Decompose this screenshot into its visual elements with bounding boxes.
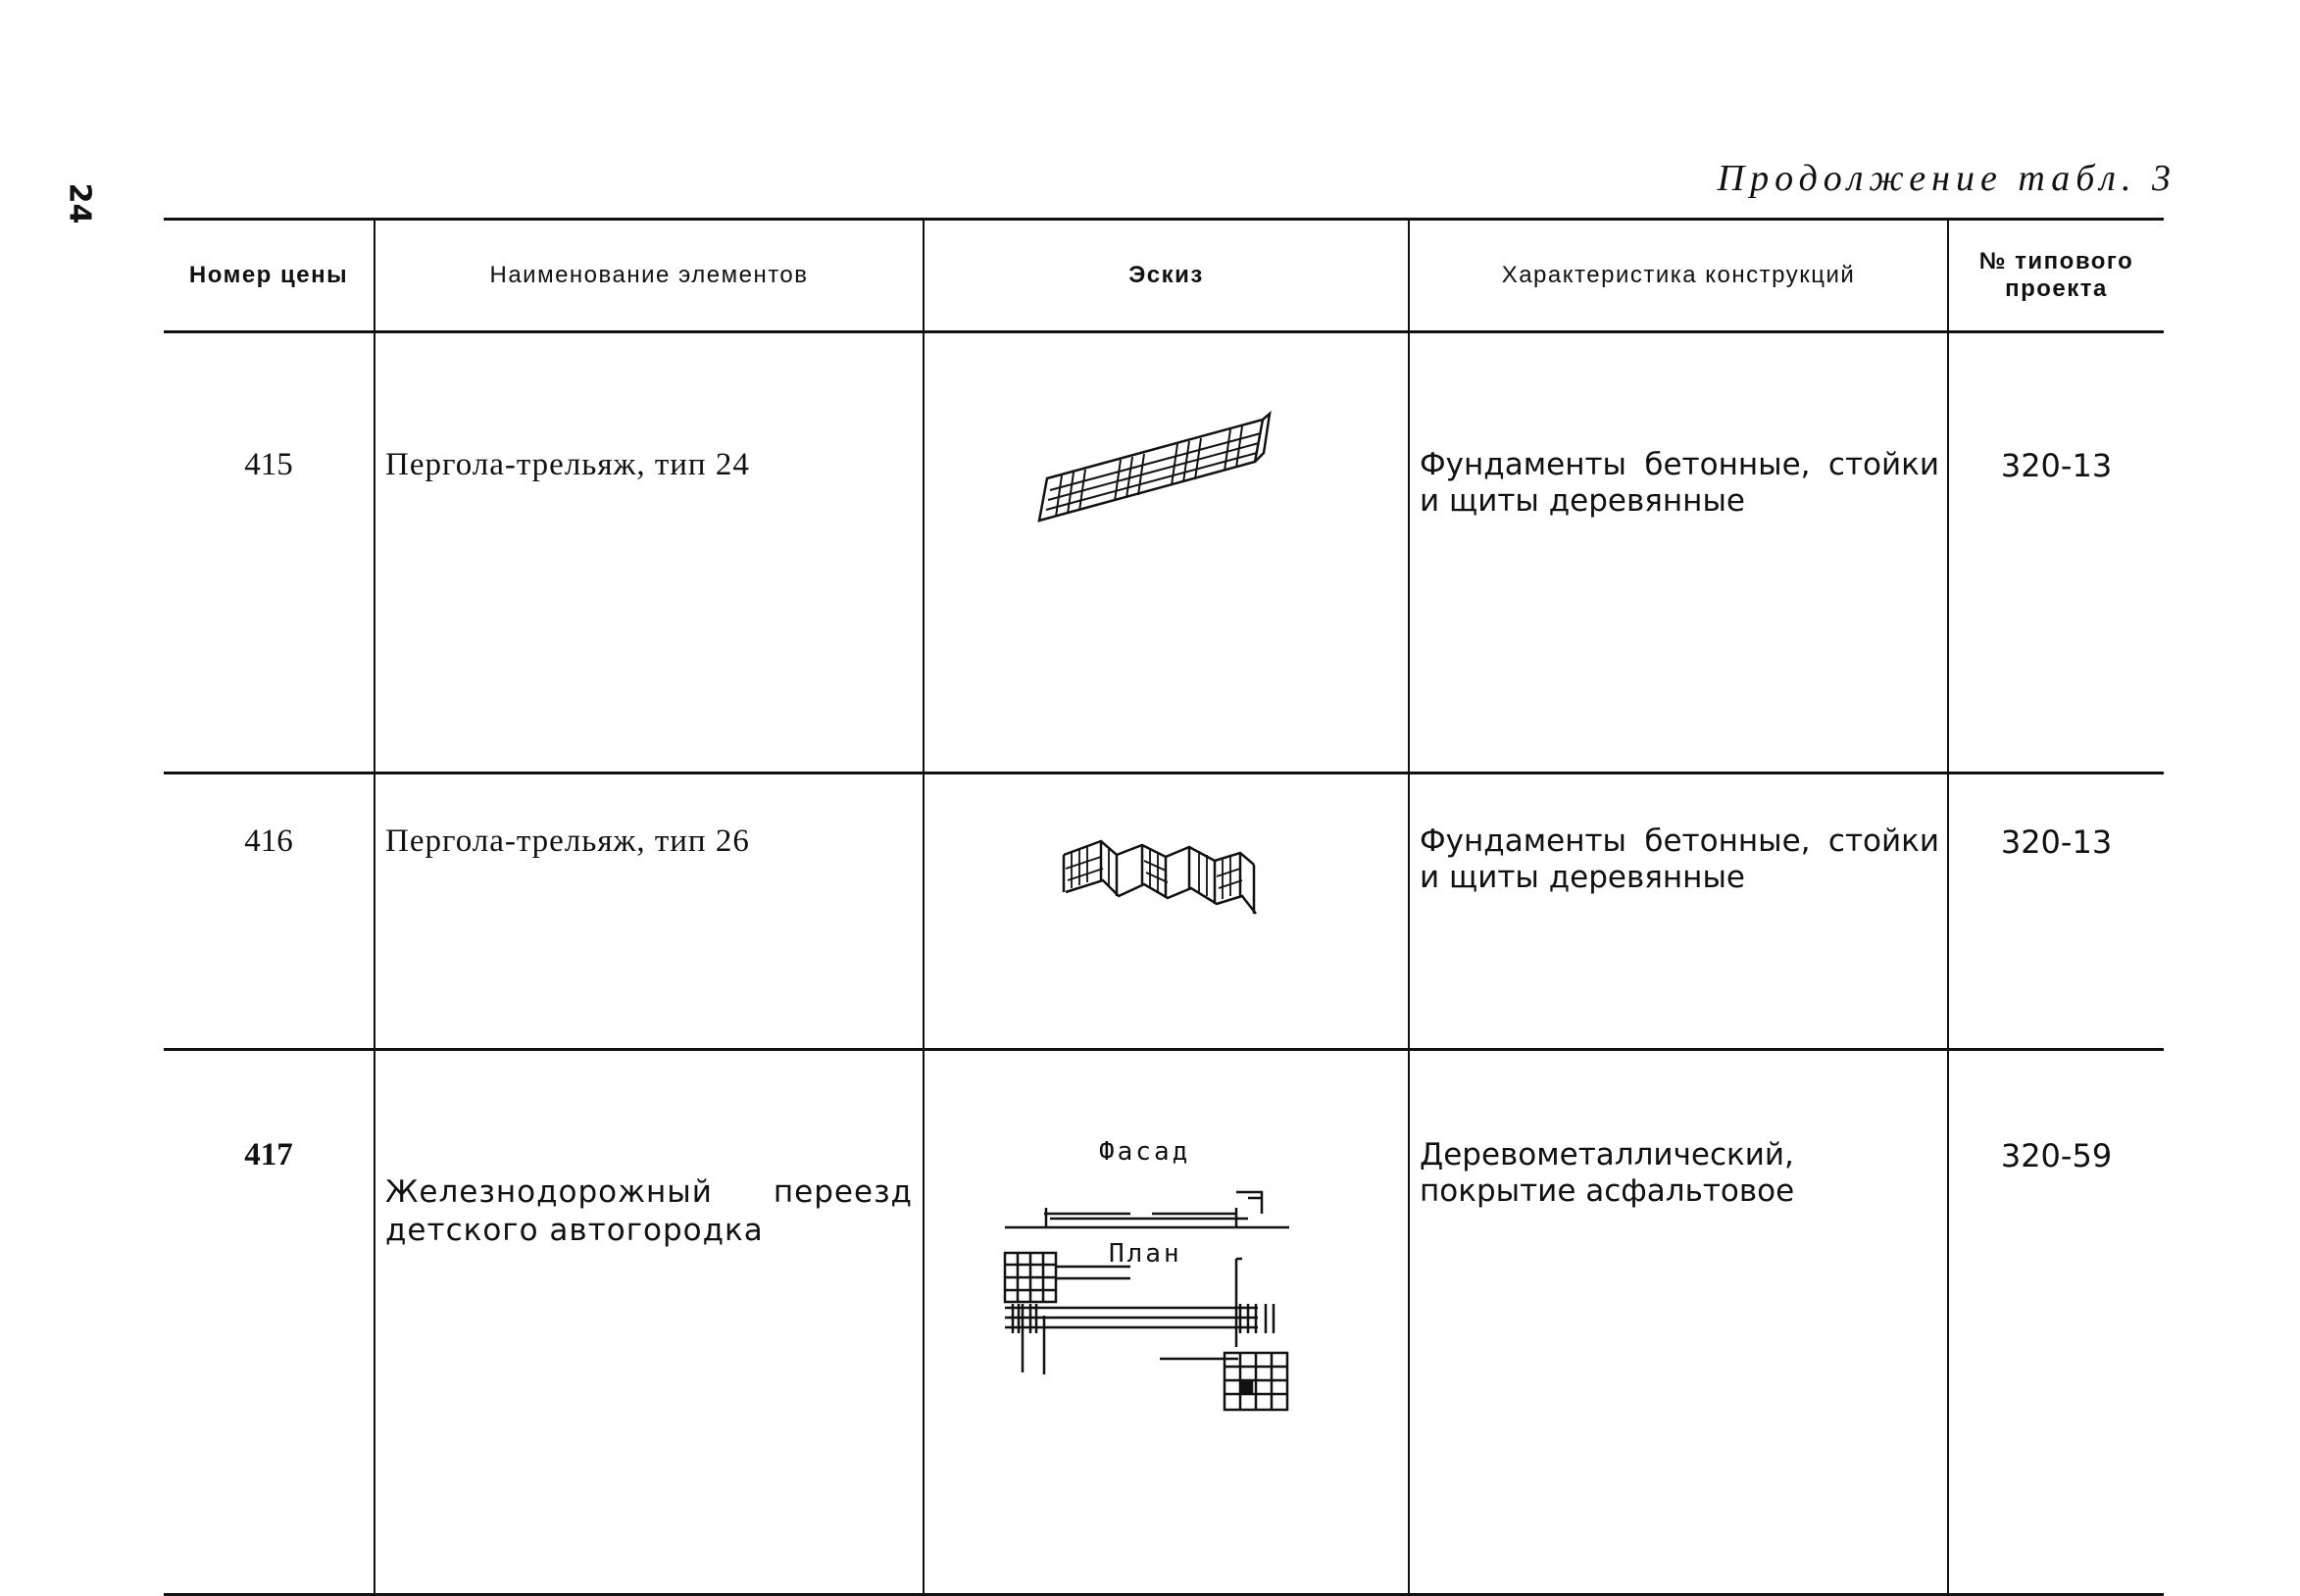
row-name: Пергола-трельяж, тип 24 <box>374 331 925 774</box>
row-characteristics: Фундаменты бетонные, стойки и щиты дерев… <box>1408 331 1949 774</box>
row-number: 415 <box>164 331 375 774</box>
row-characteristics: Фундаменты бетонные, стойки и щиты дерев… <box>1408 773 1949 1051</box>
row-sketch <box>923 773 1410 1051</box>
row-characteristics: Деревометаллический, покрытие асфальтово… <box>1408 1049 1949 1596</box>
table-header-row: Номер цены Наименование элементов Эскиз … <box>164 218 2164 333</box>
sketch-facade-label: Фасад <box>1099 1137 1191 1167</box>
row-sketch: Фасад План <box>923 1049 1410 1596</box>
pergola-trellis-zigzag-icon <box>1062 839 1257 915</box>
elements-table: Номер цены Наименование элементов Эскиз … <box>164 218 2164 1596</box>
railway-crossing-icon <box>1003 1190 1289 1412</box>
pergola-trellis-flat-icon <box>1037 410 1272 523</box>
table-continuation-caption: Продолжение табл. 3 <box>1717 158 2176 199</box>
table-row: 415 Пергола-трельяж, тип 24 <box>164 331 2164 774</box>
header-characteristics: Характеристика конструкций <box>1408 218 1949 333</box>
row-number: 416 <box>164 773 375 1051</box>
table-row: 416 Пергола-трельяж, тип 26 <box>164 773 2164 1051</box>
row-number: 417 <box>164 1049 375 1596</box>
row-project: 320-59 <box>1947 1049 2164 1596</box>
table-row: 417 Железнодорожный переезд детского авт… <box>164 1049 2164 1596</box>
header-number: Номер цены <box>164 218 375 333</box>
header-name: Наименование элементов <box>374 218 925 333</box>
header-project: № типового проекта <box>1947 218 2164 333</box>
row-sketch <box>923 331 1410 774</box>
page-number: 24 <box>62 182 97 224</box>
row-project: 320-13 <box>1947 773 2164 1051</box>
header-sketch: Эскиз <box>923 218 1410 333</box>
row-name: Пергола-трельяж, тип 26 <box>374 773 925 1051</box>
row-project: 320-13 <box>1947 331 2164 774</box>
row-name: Железнодорожный переезд детского автогор… <box>374 1049 925 1596</box>
sketch-plan-label: План <box>1109 1239 1182 1269</box>
